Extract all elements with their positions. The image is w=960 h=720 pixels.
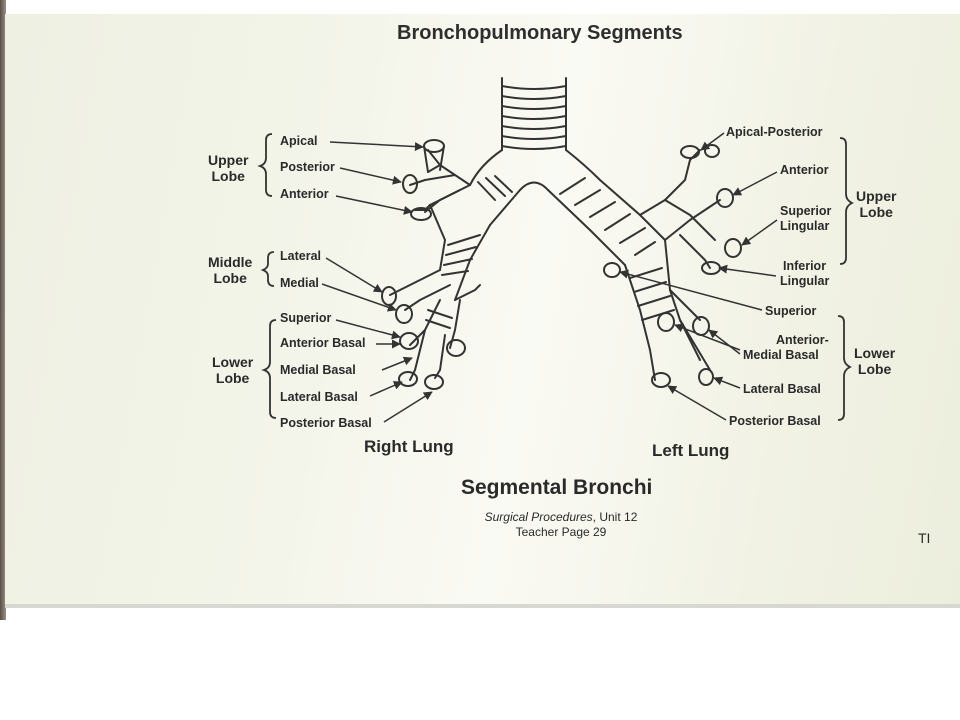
group-line: Middle <box>208 254 253 270</box>
label-left-inferior-lingular: Lingular <box>780 274 830 288</box>
label-right-anterior-basal: Anterior Basal <box>280 336 366 350</box>
slide-background <box>5 14 960 606</box>
left-group-upper-lobe: Upper Lobe <box>856 188 896 220</box>
lobe-brackets <box>257 133 855 421</box>
right-bronchus-openings <box>381 139 466 390</box>
slide-bottom-edge <box>5 604 960 608</box>
label-right-lateral-basal: Lateral Basal <box>280 390 358 404</box>
right-main-bronchus <box>389 149 521 381</box>
label-right-posterior: Posterior <box>280 160 335 174</box>
credit-source: Surgical Procedures <box>484 510 593 524</box>
group-line: Lobe <box>857 361 892 377</box>
diagram-title: Bronchopulmonary Segments <box>397 22 683 44</box>
diagram-subtitle: Segmental Bronchi <box>461 476 653 499</box>
label-left-apical-posterior: Apical-Posterior <box>726 125 823 139</box>
group-line: Upper <box>856 188 897 204</box>
left-group-lower-lobe: Lower Lobe <box>854 345 895 377</box>
label-left-lateral-basal: Lateral Basal <box>743 382 821 396</box>
right-lung-label: Right Lung <box>364 437 454 456</box>
label-right-apical: Apical <box>280 134 318 148</box>
leader-lines <box>321 132 778 423</box>
label-left-medial-basal: Medial Basal <box>743 348 819 362</box>
right-group-middle-lobe: Middle Lobe <box>208 254 252 286</box>
left-main-bronchus <box>547 149 721 381</box>
label-left-superior-lower: Superior <box>765 304 817 318</box>
label-right-medial: Medial <box>280 276 319 290</box>
credit-unit: , Unit 12 <box>592 510 638 524</box>
label-left-superior: Superior <box>780 204 832 218</box>
corner-mark: TI <box>918 530 931 546</box>
group-line: Lobe <box>859 204 893 220</box>
label-left-inferior: Inferior <box>783 259 827 273</box>
group-line: Lobe <box>213 270 247 286</box>
label-left-superior-lingular: Lingular <box>780 219 830 233</box>
label-left-anterior: Anterior <box>780 163 829 177</box>
label-right-superior: Superior <box>280 311 332 325</box>
right-group-upper-lobe: Upper Lobe <box>208 152 248 184</box>
group-line: Lower <box>212 354 254 370</box>
group-line: Lobe <box>215 370 250 386</box>
label-right-anterior: Anterior <box>280 187 329 201</box>
left-lung-label: Left Lung <box>652 441 730 460</box>
source-credit: Surgical Procedures, Unit 12 Teacher Pag… <box>481 510 641 540</box>
group-line: Lobe <box>211 168 245 184</box>
right-group-lower-lobe: Lower Lobe <box>212 354 253 386</box>
label-right-lateral: Lateral <box>280 249 321 263</box>
label-left-posterior-basal: Posterior Basal <box>729 414 821 428</box>
label-right-posterior-basal: Posterior Basal <box>280 416 372 430</box>
label-right-medial-basal: Medial Basal <box>280 363 356 377</box>
group-line: Lower <box>854 345 896 361</box>
group-line: Upper <box>208 152 249 168</box>
trachea <box>469 77 601 191</box>
credit-page: Teacher Page 29 <box>515 525 607 539</box>
label-left-anterior-line: Anterior- <box>776 333 829 347</box>
slide-left-edge <box>0 0 6 620</box>
